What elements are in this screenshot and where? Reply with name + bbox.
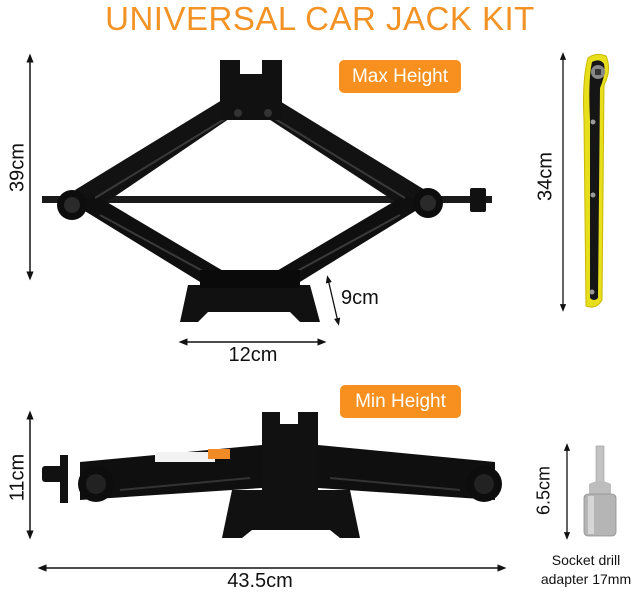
scissor-jack-min-icon <box>42 412 502 538</box>
max-height-badge: Max Height <box>339 60 461 93</box>
length-label-43-5cm: 43.5cm <box>227 570 293 592</box>
socket-caption-line1: Socket drill <box>551 552 621 568</box>
wrench-length-label-34cm: 34cm <box>534 152 557 201</box>
height-label-11cm: 11cm <box>6 453 29 502</box>
dimension-arrow-9cm <box>325 275 341 326</box>
socket-height-label-6-5cm: 6.5cm <box>533 465 554 516</box>
wrench-icon <box>559 52 610 312</box>
base-height-label-9cm: 9cm <box>341 287 379 309</box>
scissor-jack-max-icon <box>42 60 492 322</box>
socket-adapter-icon <box>563 443 617 540</box>
height-label-39cm: 39cm <box>6 143 29 192</box>
base-width-label-12cm: 12cm <box>228 344 278 366</box>
min-height-badge: Min Height <box>340 385 461 418</box>
socket-caption-line2: adapter 17mm <box>540 571 632 587</box>
page-title: UNIVERSAL CAR JACK KIT <box>105 0 535 37</box>
